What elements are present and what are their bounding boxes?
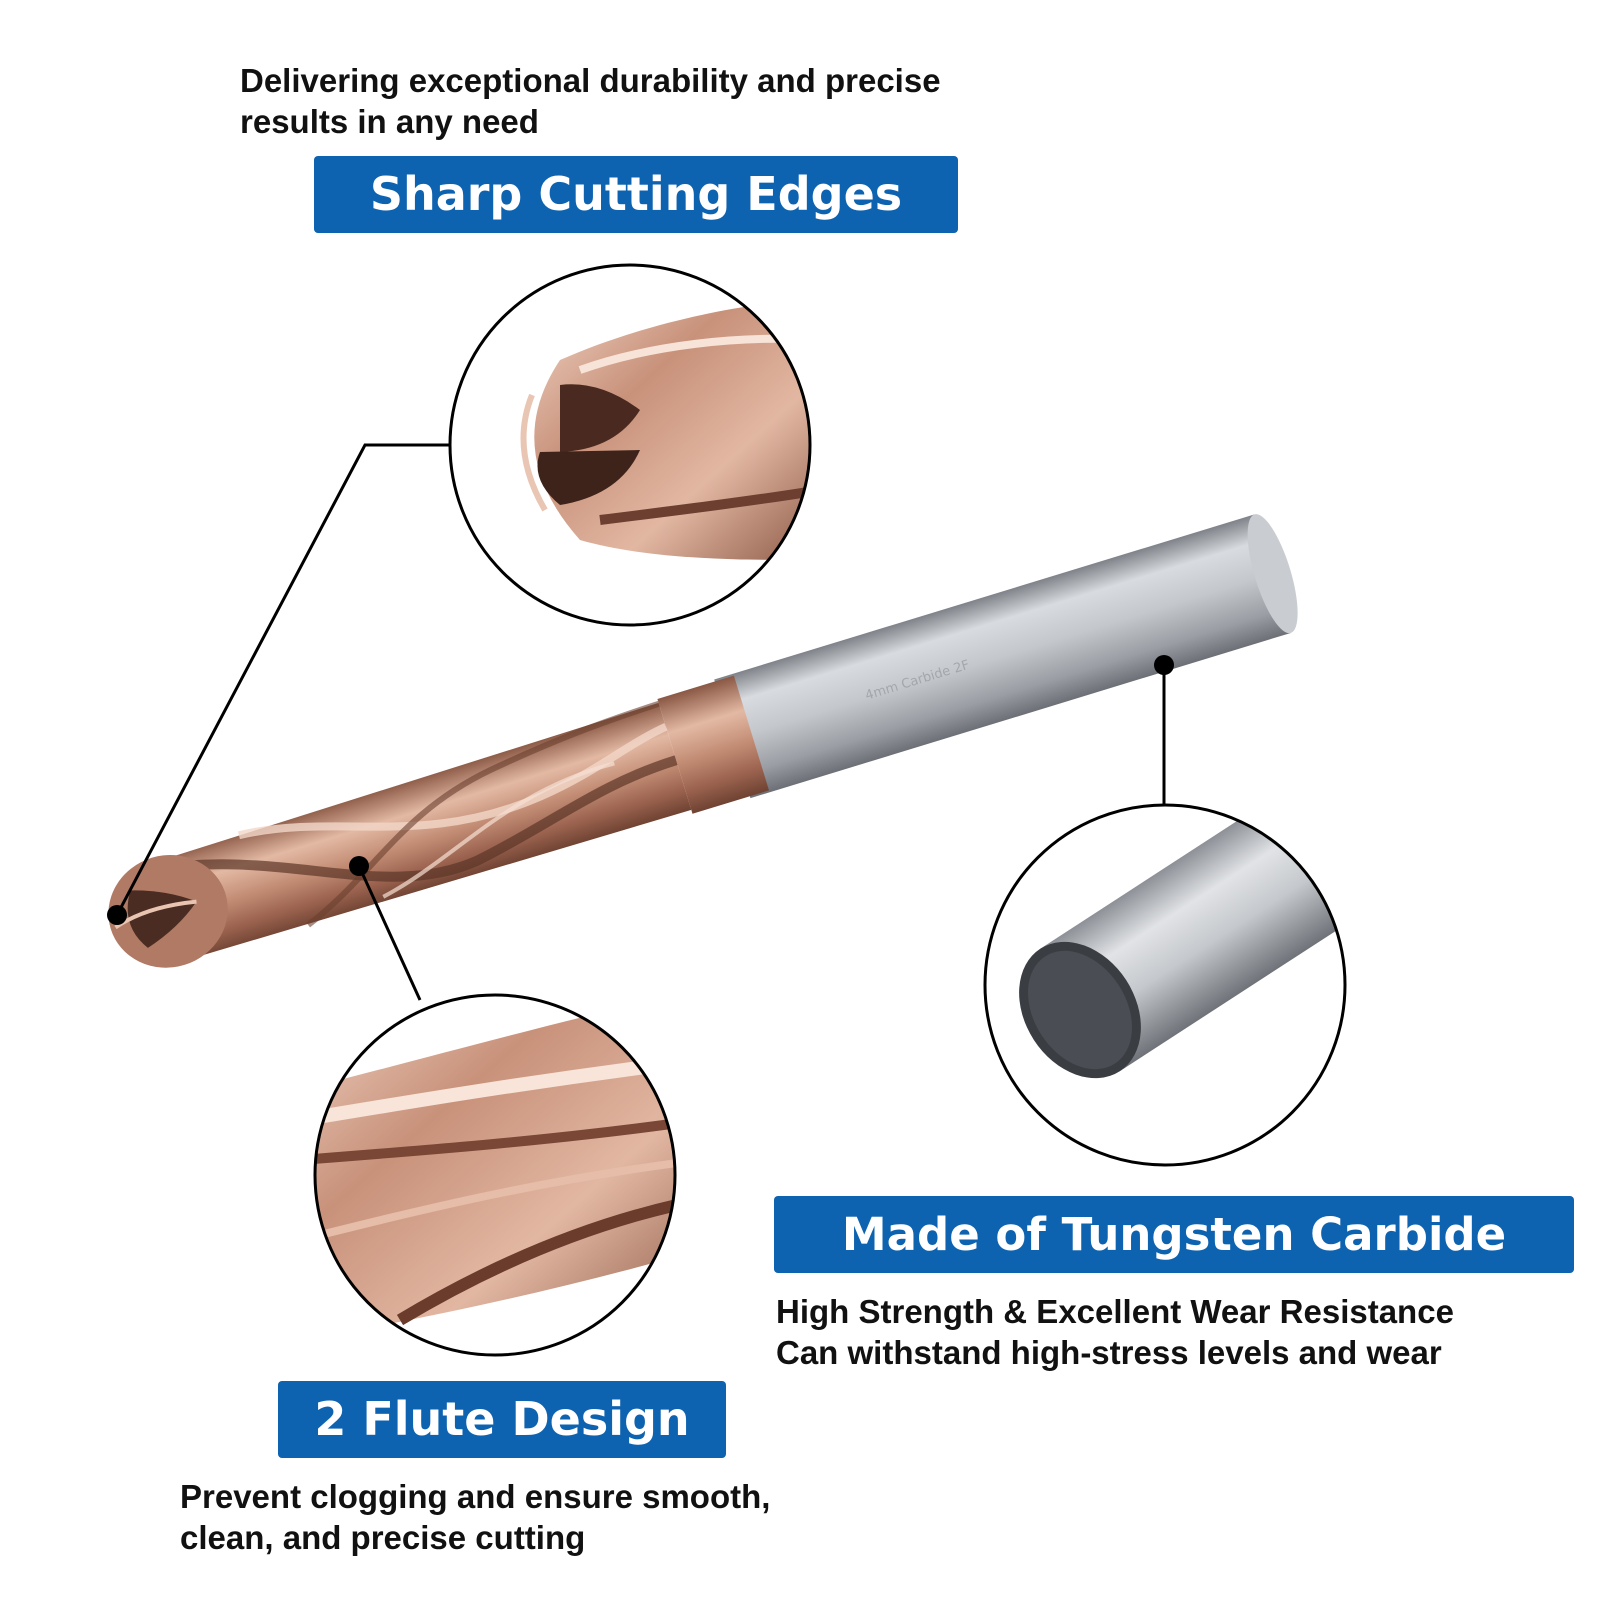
tungsten-carbide-description: High Strength & Excellent Wear Resistanc… <box>776 1291 1454 1373</box>
cutting-edge-zoom-icon <box>448 263 812 627</box>
flute-zoom-icon <box>313 993 677 1357</box>
coated-neck <box>657 675 769 814</box>
sharp-edges-description: Delivering exceptional durability and pr… <box>240 60 941 142</box>
fluted-body <box>147 700 692 959</box>
ball-nose-tip <box>108 854 228 968</box>
carbide-shank-zoom-icon <box>983 803 1347 1167</box>
flute-design-description-line1: Prevent clogging and ensure smooth, <box>180 1478 771 1515</box>
callout-dot-shank <box>1154 655 1174 675</box>
end-mill-tool: 4mm Carbide 2F <box>108 514 1298 968</box>
callout-dot-tip <box>107 905 127 925</box>
tungsten-carbide-badge: Made of Tungsten Carbide <box>774 1196 1574 1273</box>
tungsten-carbide-description-line2: Can withstand high-stress levels and wea… <box>776 1334 1442 1371</box>
sharp-cutting-edges-badge: Sharp Cutting Edges <box>314 156 958 233</box>
callout-lines <box>115 443 1166 1001</box>
callout-line-tip <box>115 443 452 916</box>
shank: 4mm Carbide 2F <box>714 514 1298 799</box>
flute-design-description-line2: clean, and precise cutting <box>180 1519 586 1556</box>
sharp-edges-description-line2: results in any need <box>240 103 539 140</box>
callout-dot-flute <box>349 856 369 876</box>
callout-line-flute <box>357 865 422 1001</box>
tungsten-carbide-description-line1: High Strength & Excellent Wear Resistanc… <box>776 1293 1454 1330</box>
flute-design-description: Prevent clogging and ensure smooth, clea… <box>180 1476 770 1558</box>
flute-design-badge: 2 Flute Design <box>278 1381 726 1458</box>
sharp-edges-description-line1: Delivering exceptional durability and pr… <box>240 62 941 99</box>
